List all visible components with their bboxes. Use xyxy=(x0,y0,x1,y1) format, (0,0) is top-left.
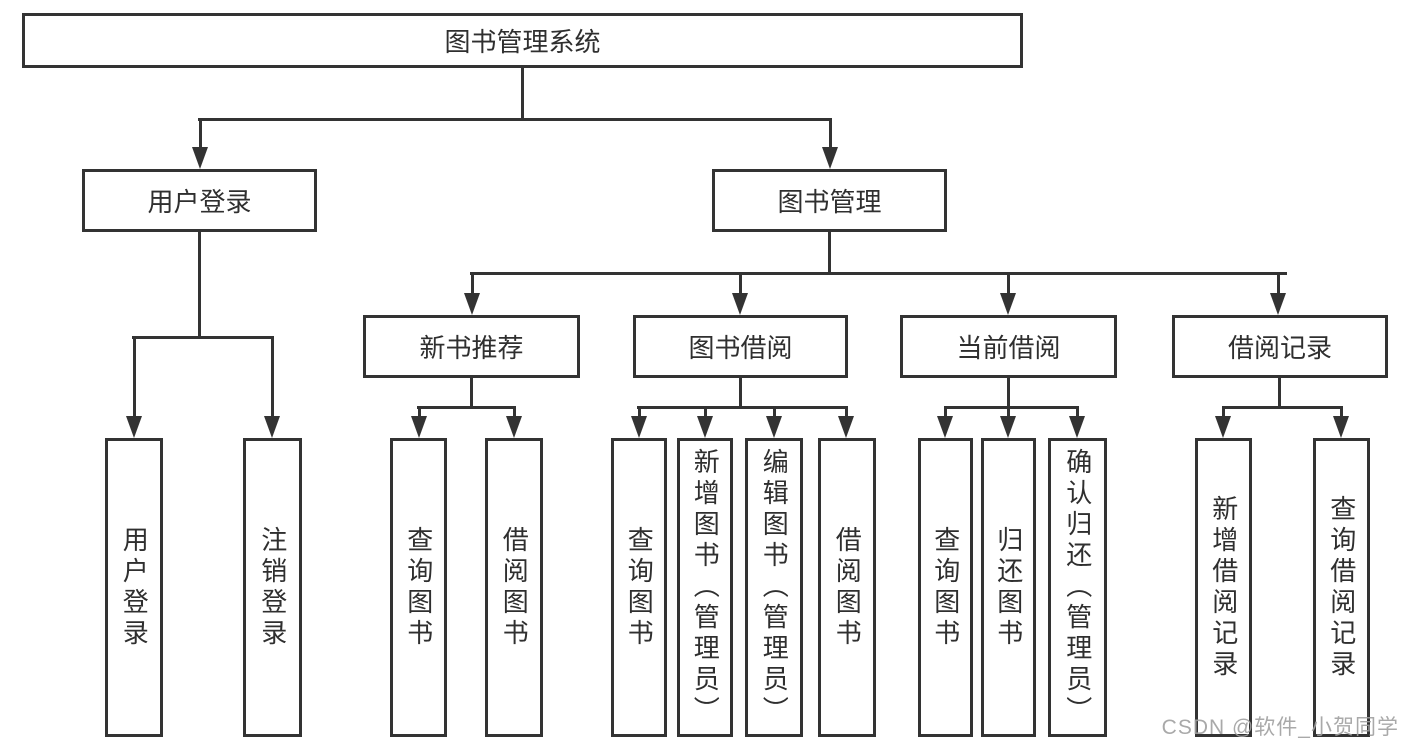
leaf-bor-edit-book-admin: 编辑图书（管理员） xyxy=(745,438,803,737)
node-root: 图书管理系统 xyxy=(22,13,1023,68)
connector-root-stem xyxy=(521,68,524,118)
arrow-head-icon xyxy=(1000,293,1016,315)
arrow-stem xyxy=(1276,272,1280,295)
arrow-head-icon xyxy=(631,416,647,438)
arrow-stem xyxy=(512,406,516,418)
arrow-stem xyxy=(637,406,641,418)
node-borrow-record: 借阅记录 xyxy=(1172,315,1388,378)
leaf-cur-query-book: 查询图书 xyxy=(918,438,973,737)
arrow-to-current-borrow-icon xyxy=(1000,272,1016,315)
connector-login-rail xyxy=(132,336,274,339)
leaf-cur-confirm-return-admin: 确认归还（管理员） xyxy=(1048,438,1107,737)
arrow-to-bor-borrow-icon xyxy=(838,406,854,438)
arrow-to-user-login-icon xyxy=(192,118,208,169)
arrow-stem xyxy=(1221,406,1225,418)
arrow-stem xyxy=(828,118,832,149)
arrow-to-book-mgmt-icon xyxy=(822,118,838,169)
arrow-stem xyxy=(703,406,707,418)
arrow-to-leaf-logout-icon xyxy=(264,336,280,438)
arrow-to-rec-borrow-icon xyxy=(506,406,522,438)
leaf-user-login: 用户登录 xyxy=(105,438,163,737)
arrow-stem xyxy=(1006,406,1010,418)
arrow-head-icon xyxy=(822,147,838,169)
arrow-to-cur-confirm-icon xyxy=(1069,406,1085,438)
leaf-logout: 注销登录 xyxy=(243,438,302,737)
leaf-record-query: 查询借阅记录 xyxy=(1313,438,1370,737)
arrow-head-icon xyxy=(1270,293,1286,315)
leaf-record-add: 新增借阅记录 xyxy=(1195,438,1252,737)
connector-rec-stem xyxy=(470,378,473,406)
leaf-bor-add-book-admin: 新增图书（管理员） xyxy=(677,438,733,737)
arrow-head-icon xyxy=(126,416,142,438)
arrow-stem xyxy=(1075,406,1079,418)
connector-borrow-rail xyxy=(637,406,848,409)
arrow-stem xyxy=(772,406,776,418)
arrow-to-bor-add-icon xyxy=(697,406,713,438)
connector-current-rail xyxy=(944,406,1079,409)
leaf-rec-borrow-book: 借阅图书 xyxy=(485,438,543,737)
arrow-head-icon xyxy=(697,416,713,438)
arrow-head-icon xyxy=(192,147,208,169)
connector-current-stem xyxy=(1007,378,1010,406)
arrow-head-icon xyxy=(838,416,854,438)
arrow-head-icon xyxy=(464,293,480,315)
arrow-head-icon xyxy=(937,416,953,438)
arrow-stem xyxy=(943,406,947,418)
node-book-borrow: 图书借阅 xyxy=(633,315,848,378)
leaf-rec-query-book: 查询图书 xyxy=(390,438,447,737)
connector-login-stem xyxy=(198,232,201,336)
connector-mgmt-stem xyxy=(828,232,831,272)
arrow-stem xyxy=(470,272,474,295)
arrow-to-cur-return-icon xyxy=(1000,406,1016,438)
arrow-to-bor-query-icon xyxy=(631,406,647,438)
leaf-bor-borrow-book: 借阅图书 xyxy=(818,438,876,737)
arrow-head-icon xyxy=(732,293,748,315)
arrow-stem xyxy=(1006,272,1010,295)
node-book-management: 图书管理 xyxy=(712,169,947,232)
arrow-to-new-book-rec-icon xyxy=(464,272,480,315)
arrow-head-icon xyxy=(411,416,427,438)
node-current-borrow: 当前借阅 xyxy=(900,315,1117,378)
arrow-stem xyxy=(198,118,202,149)
arrow-stem xyxy=(132,336,136,418)
arrow-to-bor-edit-icon xyxy=(766,406,782,438)
leaf-cur-return-book: 归还图书 xyxy=(981,438,1036,737)
arrow-stem xyxy=(270,336,274,418)
arrow-to-book-borrow-icon xyxy=(732,272,748,315)
arrow-head-icon xyxy=(264,416,280,438)
arrow-to-cur-query-icon xyxy=(937,406,953,438)
connector-borrow-stem xyxy=(739,378,742,406)
arrow-stem xyxy=(844,406,848,418)
connector-record-rail xyxy=(1222,406,1343,409)
arrow-to-record-add-icon xyxy=(1215,406,1231,438)
arrow-to-borrow-record-icon xyxy=(1270,272,1286,315)
arrow-to-rec-query-icon xyxy=(411,406,427,438)
arrow-head-icon xyxy=(1069,416,1085,438)
leaf-bor-query-book: 查询图书 xyxy=(611,438,667,737)
arrow-head-icon xyxy=(1333,416,1349,438)
arrow-head-icon xyxy=(766,416,782,438)
arrow-to-leaf-user-login-icon xyxy=(126,336,142,438)
arrow-head-icon xyxy=(1215,416,1231,438)
node-user-login-branch: 用户登录 xyxy=(82,169,317,232)
connector-level1-rail xyxy=(198,118,831,121)
arrow-stem xyxy=(417,406,421,418)
csdn-watermark: CSDN @软件_小贺同学 xyxy=(1161,716,1399,739)
arrow-stem xyxy=(1339,406,1343,418)
arrow-head-icon xyxy=(506,416,522,438)
arrow-to-record-query-icon xyxy=(1333,406,1349,438)
node-new-book-recommend: 新书推荐 xyxy=(363,315,580,378)
connector-record-stem xyxy=(1278,378,1281,406)
connector-level2-rail xyxy=(470,272,1287,275)
arrow-head-icon xyxy=(1000,416,1016,438)
arrow-stem xyxy=(738,272,742,295)
connector-rec-rail xyxy=(417,406,516,409)
